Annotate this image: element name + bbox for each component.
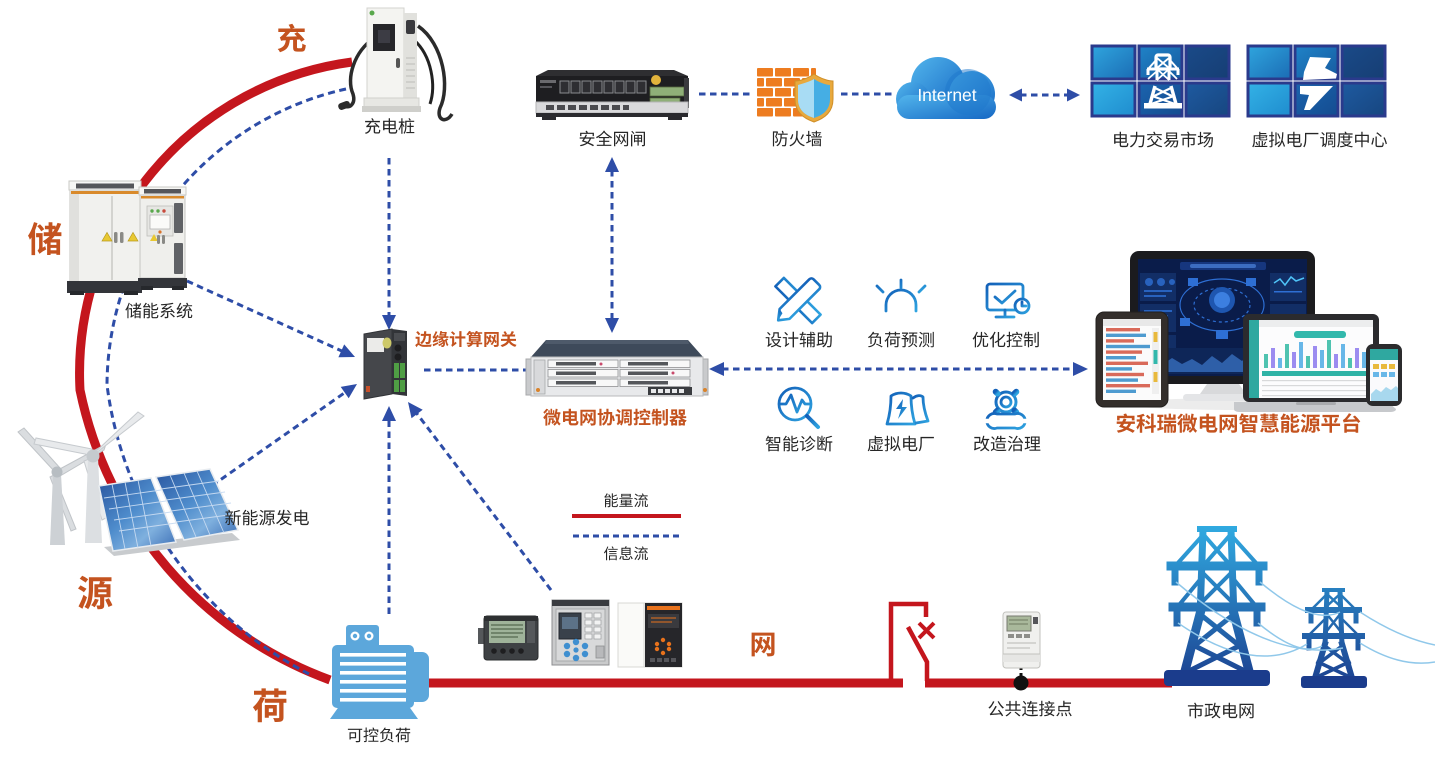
svg-text:Internet: Internet [917, 85, 976, 105]
